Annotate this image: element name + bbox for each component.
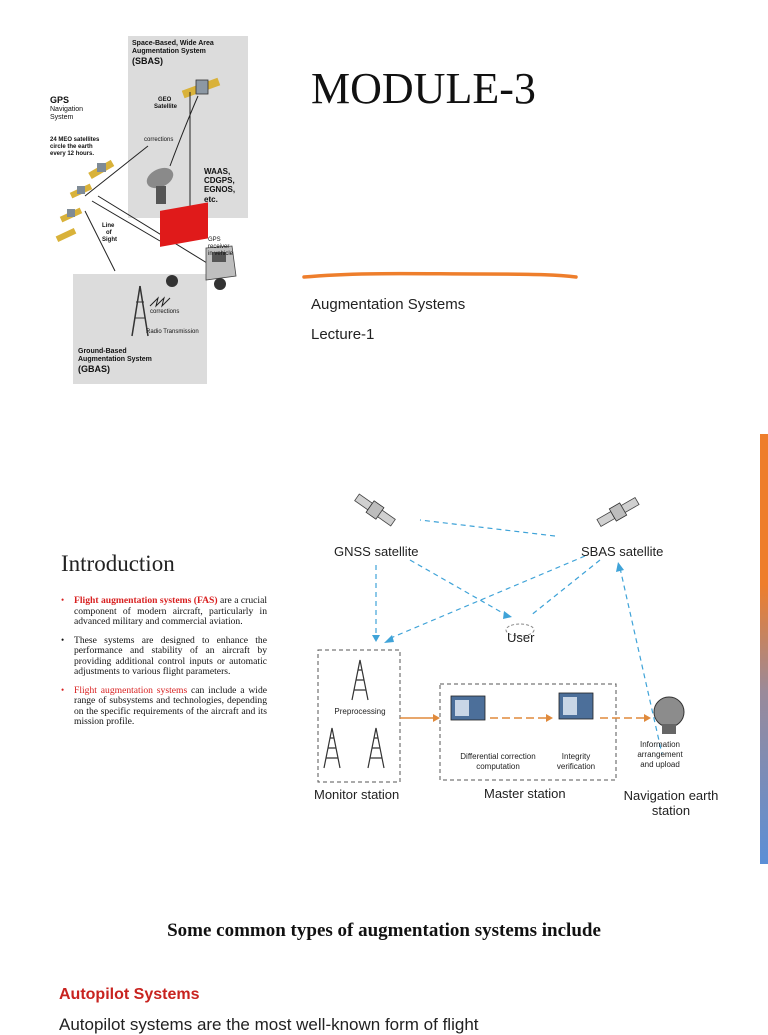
autopilot-heading: Autopilot Systems <box>59 986 200 1003</box>
gbas-title-1: Ground-Based <box>78 348 127 355</box>
info-label-2: arrangement <box>637 750 683 759</box>
intro-bullet-3: Flight augmentation systems can include … <box>59 684 267 728</box>
egnos-label: EGNOS, <box>204 185 236 194</box>
sbas-satellite-label: SBAS satellite <box>581 544 664 559</box>
nav-earth-station-label-1: Navigation earth <box>623 788 719 803</box>
geo-satellite-icon <box>181 77 221 99</box>
sbas-diagram-art <box>317 493 685 783</box>
info-label-3: and upload <box>640 760 680 769</box>
info-label-1: Information <box>639 740 681 749</box>
gbas-title-2: Augmentation System <box>78 356 152 363</box>
intro-bullet-2: These systems are designed to enhance th… <box>59 634 267 678</box>
los-label-1: Line <box>102 223 115 229</box>
sight-lines <box>84 145 221 272</box>
intro-bullet-1-highlight: Flight augmentation systems (FAS) <box>74 595 218 606</box>
server-icon-1 <box>450 695 486 721</box>
sbas-abbr: (SBAS) <box>132 56 163 66</box>
corrections-bottom: corrections <box>150 309 180 315</box>
intro-bullet-3-text: can include a wide range of subsystems a… <box>74 684 267 727</box>
diff-correction-label-1: Differential correction <box>460 752 536 761</box>
integrity-label-2: verification <box>556 762 596 771</box>
subtitle-augmentation: Augmentation Systems <box>311 296 466 313</box>
module-title: MODULE-3 <box>311 64 536 113</box>
slide-2: Introduction Flight augmentation systems… <box>0 420 768 880</box>
gps-title: GPS <box>50 95 70 105</box>
cdgps-label: CDGPS, <box>204 176 235 185</box>
master-station-box <box>439 683 617 781</box>
autopilot-body: Autopilot systems are the most well-know… <box>59 1015 479 1034</box>
receiver-label-3: in vehicle <box>208 251 234 257</box>
gps-satellite-icon <box>55 159 115 242</box>
augmentation-figure: Space-Based, Wide Area Augmentation Syst… <box>40 36 280 386</box>
gps-note-3: every 12 hours. <box>50 151 95 157</box>
server-icon-2 <box>558 692 594 720</box>
user-icon <box>505 623 535 637</box>
sbas-title-2: Augmentation System <box>132 48 206 55</box>
vehicle-icon <box>160 202 237 290</box>
monitor-station-box <box>317 649 401 783</box>
slide-3: Some common types of augmentation system… <box>0 900 768 1034</box>
gps-sub-2: System <box>50 114 74 121</box>
etc-label: etc. <box>204 195 218 204</box>
user-label: User <box>507 630 535 645</box>
sbas-panel <box>128 36 248 218</box>
gnss-satellite-label: GNSS satellite <box>334 544 419 559</box>
sbas-architecture-diagram: GNSS satellite SBAS satellite User Prepr… <box>300 490 740 850</box>
radio-wave <box>149 296 171 308</box>
gbas-panel <box>73 274 207 384</box>
subtitle-lecture: Lecture-1 <box>311 326 375 343</box>
augmentation-figure-art <box>55 36 248 384</box>
accent-line <box>302 271 578 279</box>
gps-note-1: 24 MEO satellites <box>50 137 100 143</box>
gps-sub-1: Navigation <box>50 106 84 113</box>
integrity-label-1: Integrity <box>561 752 591 761</box>
los-label-3: Sight <box>102 237 117 243</box>
monitor-tower-icon <box>323 659 385 769</box>
sbas-satellite-icon <box>596 496 640 528</box>
gnss-satellite-icon <box>354 493 396 527</box>
radio-tower-icon <box>131 285 149 337</box>
waas-label: WAAS, <box>204 167 231 176</box>
geo-label-1: GEO <box>158 97 172 103</box>
sbas-title-1: Space-Based, Wide Area <box>132 40 214 47</box>
dish-to-geo-link <box>169 95 199 167</box>
intro-bullet-2-text: These systems are designed to enhance th… <box>74 634 267 677</box>
gbas-abbr: (GBAS) <box>78 364 110 374</box>
diff-correction-label-2: computation <box>476 762 520 771</box>
introduction-heading: Introduction <box>61 551 175 576</box>
earth-station-dish-icon <box>653 696 685 734</box>
receiver-label-1: GPS <box>208 237 221 243</box>
intro-bullet-1: Flight augmentation systems (FAS) are a … <box>59 595 267 628</box>
receiver-label-2: receiver <box>208 244 230 250</box>
los-label-2: of <box>106 230 112 236</box>
radio-label: Radio Transmission <box>146 329 199 335</box>
intro-bullet-3-highlight: Flight augmentation systems <box>74 684 188 696</box>
slide-2-side-bar <box>760 434 768 864</box>
augmentation-types-heading: Some common types of augmentation system… <box>167 920 601 941</box>
nav-earth-station-label-2: station <box>651 803 691 818</box>
geo-label-2: Satellite <box>154 104 178 110</box>
preprocessing-label: Preprocessing <box>334 707 386 716</box>
intro-bullet-1-text: are a crucial component of modern aircra… <box>74 595 267 627</box>
slide-1: Space-Based, Wide Area Augmentation Syst… <box>0 0 768 410</box>
corrections-top: corrections <box>144 137 174 143</box>
monitor-station-label: Monitor station <box>314 787 400 802</box>
gps-note-2: circle the earth <box>50 144 93 150</box>
intro-bullet-list: Flight augmentation systems (FAS) are a … <box>59 595 267 736</box>
master-station-label: Master station <box>484 786 566 801</box>
ground-dish-icon <box>146 167 174 204</box>
